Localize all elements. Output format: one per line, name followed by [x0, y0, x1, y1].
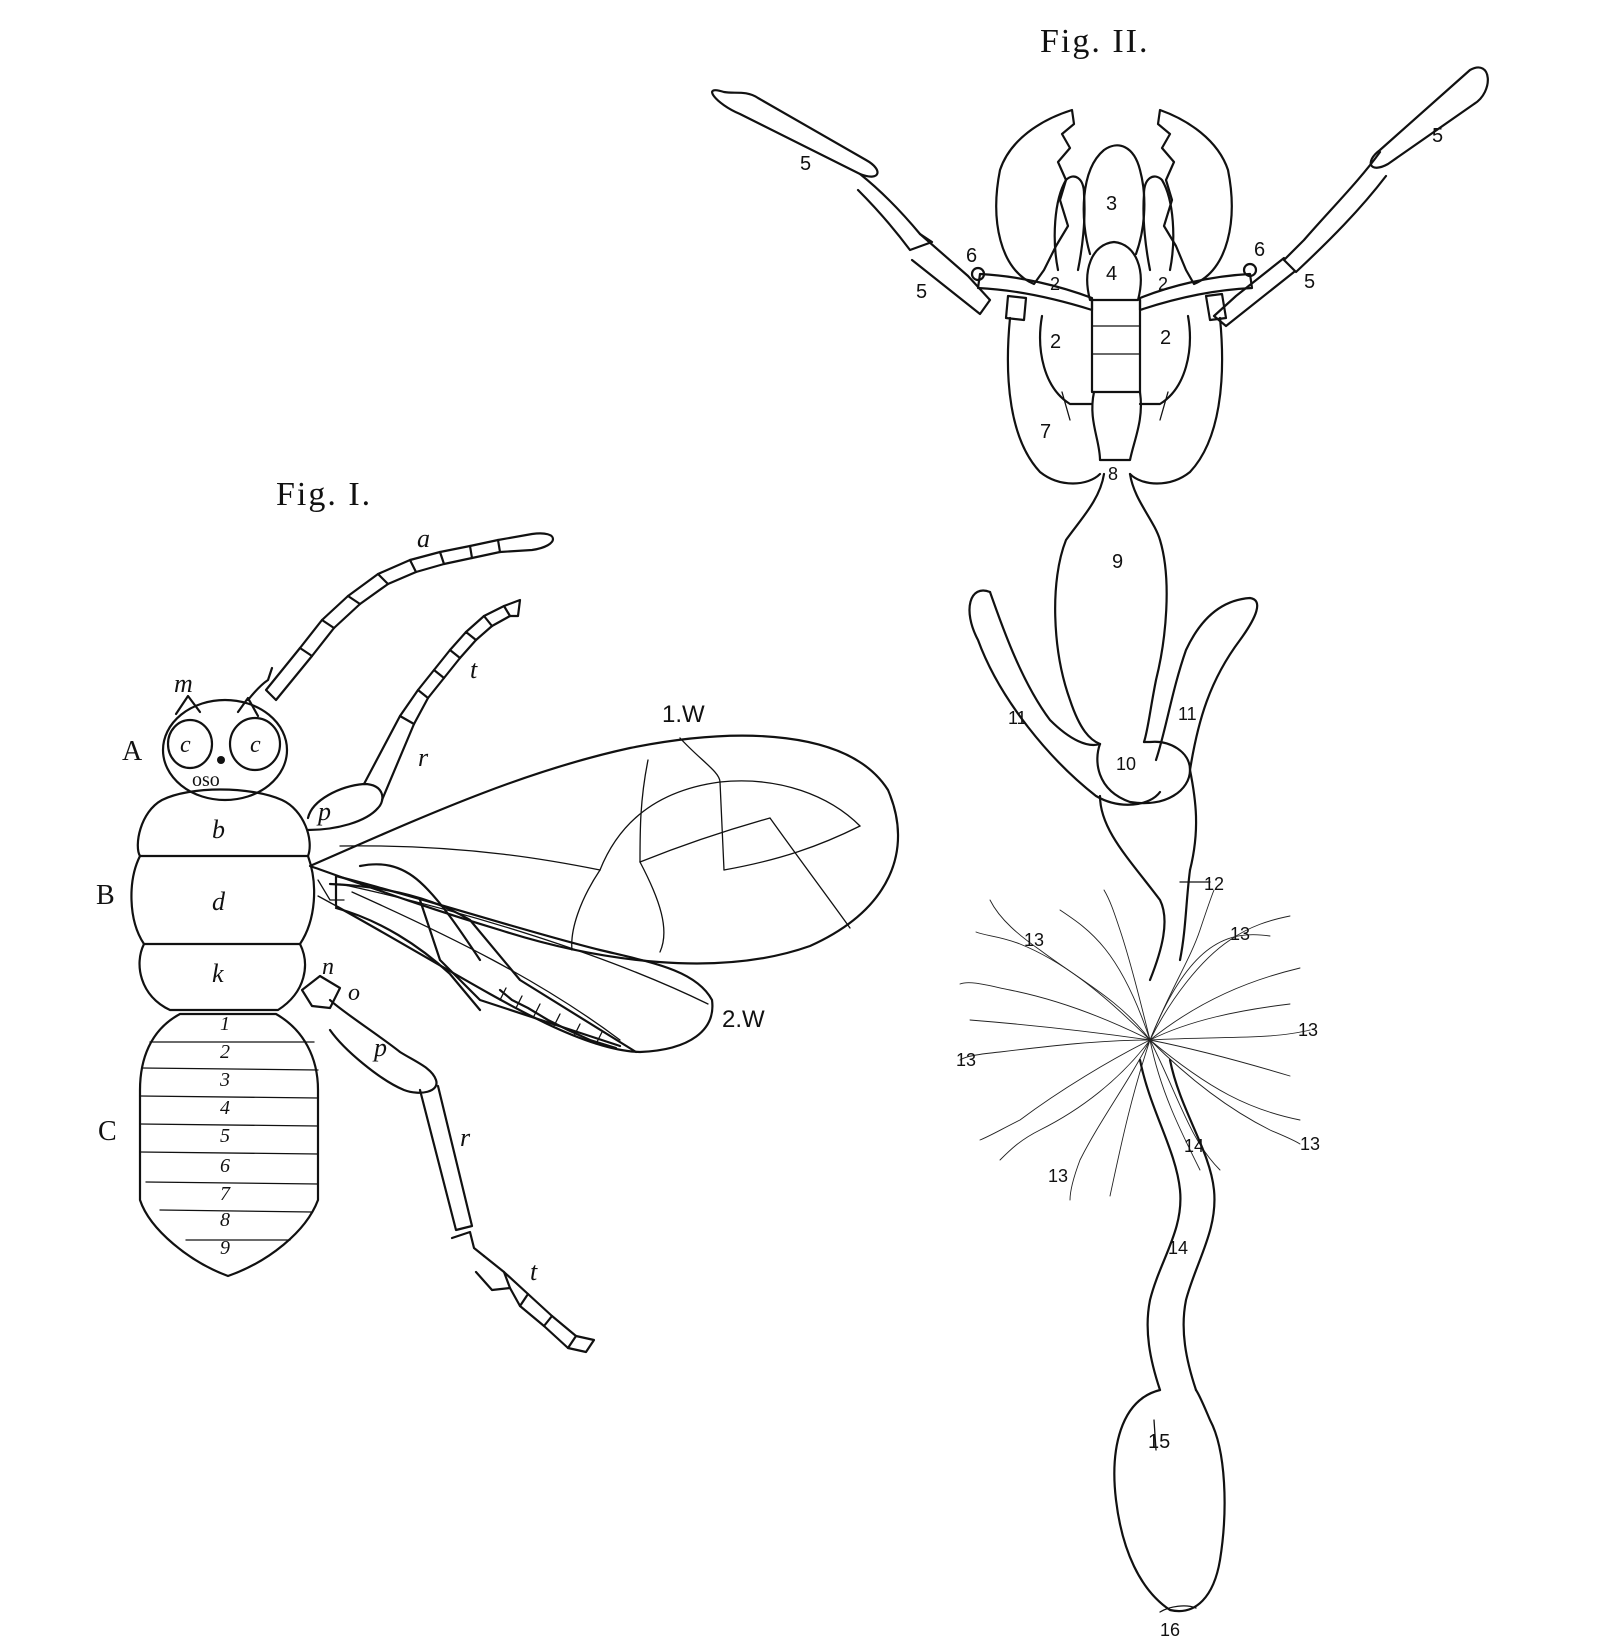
label-14-a: 14 [1184, 1136, 1204, 1156]
malpighian-tubules-drawing [959, 889, 1311, 1201]
label-2-lower-left: 2 [1050, 331, 1061, 353]
figure-2-title: Fig. II. [1040, 23, 1150, 60]
label-t-lower: t [530, 1257, 538, 1286]
label-1W: 1.W [662, 701, 705, 728]
tongue-drawing [1086, 240, 1142, 462]
label-11-left: 11 [1008, 708, 1027, 728]
label-oso: oso [192, 769, 220, 791]
label-o: o [348, 980, 360, 1006]
label-14-b: 14 [1168, 1238, 1188, 1258]
label-n: n [322, 954, 334, 980]
label-2-upper-right: 2 [1158, 274, 1168, 294]
label-seg-4: 4 [220, 1097, 230, 1119]
label-seg-5: 5 [220, 1125, 230, 1147]
label-2-lower-right: 2 [1160, 327, 1171, 349]
label-2W: 2.W [722, 1006, 765, 1033]
label-10: 10 [1116, 754, 1136, 774]
intestine-drawing [1098, 794, 1211, 982]
label-k: k [212, 959, 224, 988]
label-13-b: 13 [1230, 924, 1250, 944]
abdomen-drawing [138, 1012, 320, 1278]
label-seg-7: 7 [220, 1183, 231, 1205]
label-seg-3: 3 [219, 1069, 230, 1091]
label-2-upper-left: 2 [1050, 274, 1060, 294]
label-15: 15 [1148, 1431, 1170, 1453]
label-4: 4 [1106, 263, 1117, 285]
label-c-left: c [180, 732, 191, 758]
thorax-drawing [130, 788, 316, 1012]
label-16: 16 [1160, 1620, 1180, 1640]
label-a: a [417, 524, 430, 553]
head-drawing [161, 694, 289, 802]
rectum-drawing [1113, 1058, 1226, 1613]
label-5-mid-right: 5 [1304, 271, 1315, 293]
label-13-c: 13 [1298, 1020, 1318, 1040]
label-r-upper: r [418, 743, 429, 772]
head-capsule-drawing [1006, 314, 1224, 485]
label-b: b [212, 815, 225, 844]
label-seg-8: 8 [220, 1209, 230, 1231]
label-r-lower: r [460, 1123, 471, 1152]
figure-1-insect: a t r p m A c c oso b B d k n o p r t C … [96, 524, 900, 1354]
proventriculus-drawing [1096, 740, 1192, 805]
figure-1-title: Fig. I. [276, 476, 372, 513]
label-3: 3 [1106, 193, 1117, 215]
label-5-top-right: 5 [1432, 125, 1443, 147]
label-6-left: 6 [966, 245, 977, 267]
antenna-drawing [246, 532, 554, 702]
crop-drawing [1054, 472, 1168, 746]
label-seg-2: 2 [220, 1041, 230, 1063]
label-11-right: 11 [1178, 704, 1197, 724]
label-13-e: 13 [1300, 1134, 1320, 1154]
label-B: B [96, 880, 115, 911]
label-12: 12 [1204, 874, 1224, 894]
label-A: A [122, 736, 143, 767]
figure-2-organs: 5 5 5 5 6 6 3 4 2 2 2 2 7 8 9 10 11 11 1… [711, 66, 1489, 1640]
label-p-upper: p [316, 797, 331, 826]
lower-leg-drawing [300, 974, 596, 1354]
palps-drawing [711, 66, 1489, 328]
label-seg-1: 1 [220, 1013, 230, 1035]
label-m: m [174, 669, 193, 698]
label-seg-6: 6 [220, 1155, 230, 1177]
upper-leg-drawing [306, 598, 522, 832]
label-C: C [98, 1116, 117, 1147]
label-d: d [212, 887, 226, 916]
label-8: 8 [1108, 464, 1118, 484]
cardo-drawing [970, 262, 1258, 322]
label-13-d: 13 [956, 1050, 976, 1070]
label-13-a: 13 [1024, 930, 1044, 950]
wings-drawing [308, 734, 900, 1054]
lobes-drawing [968, 589, 1259, 872]
label-9: 9 [1112, 551, 1123, 573]
label-5-top-left: 5 [800, 153, 811, 175]
label-p-lower: p [372, 1033, 387, 1062]
label-seg-9: 9 [220, 1237, 230, 1259]
mouthparts-drawing [995, 108, 1233, 286]
label-13-f: 13 [1048, 1166, 1068, 1186]
label-5-mid-left: 5 [916, 281, 927, 303]
label-6-right: 6 [1254, 239, 1265, 261]
label-t-upper: t [470, 655, 478, 684]
label-c-right: c [250, 732, 261, 758]
label-7: 7 [1040, 421, 1051, 443]
